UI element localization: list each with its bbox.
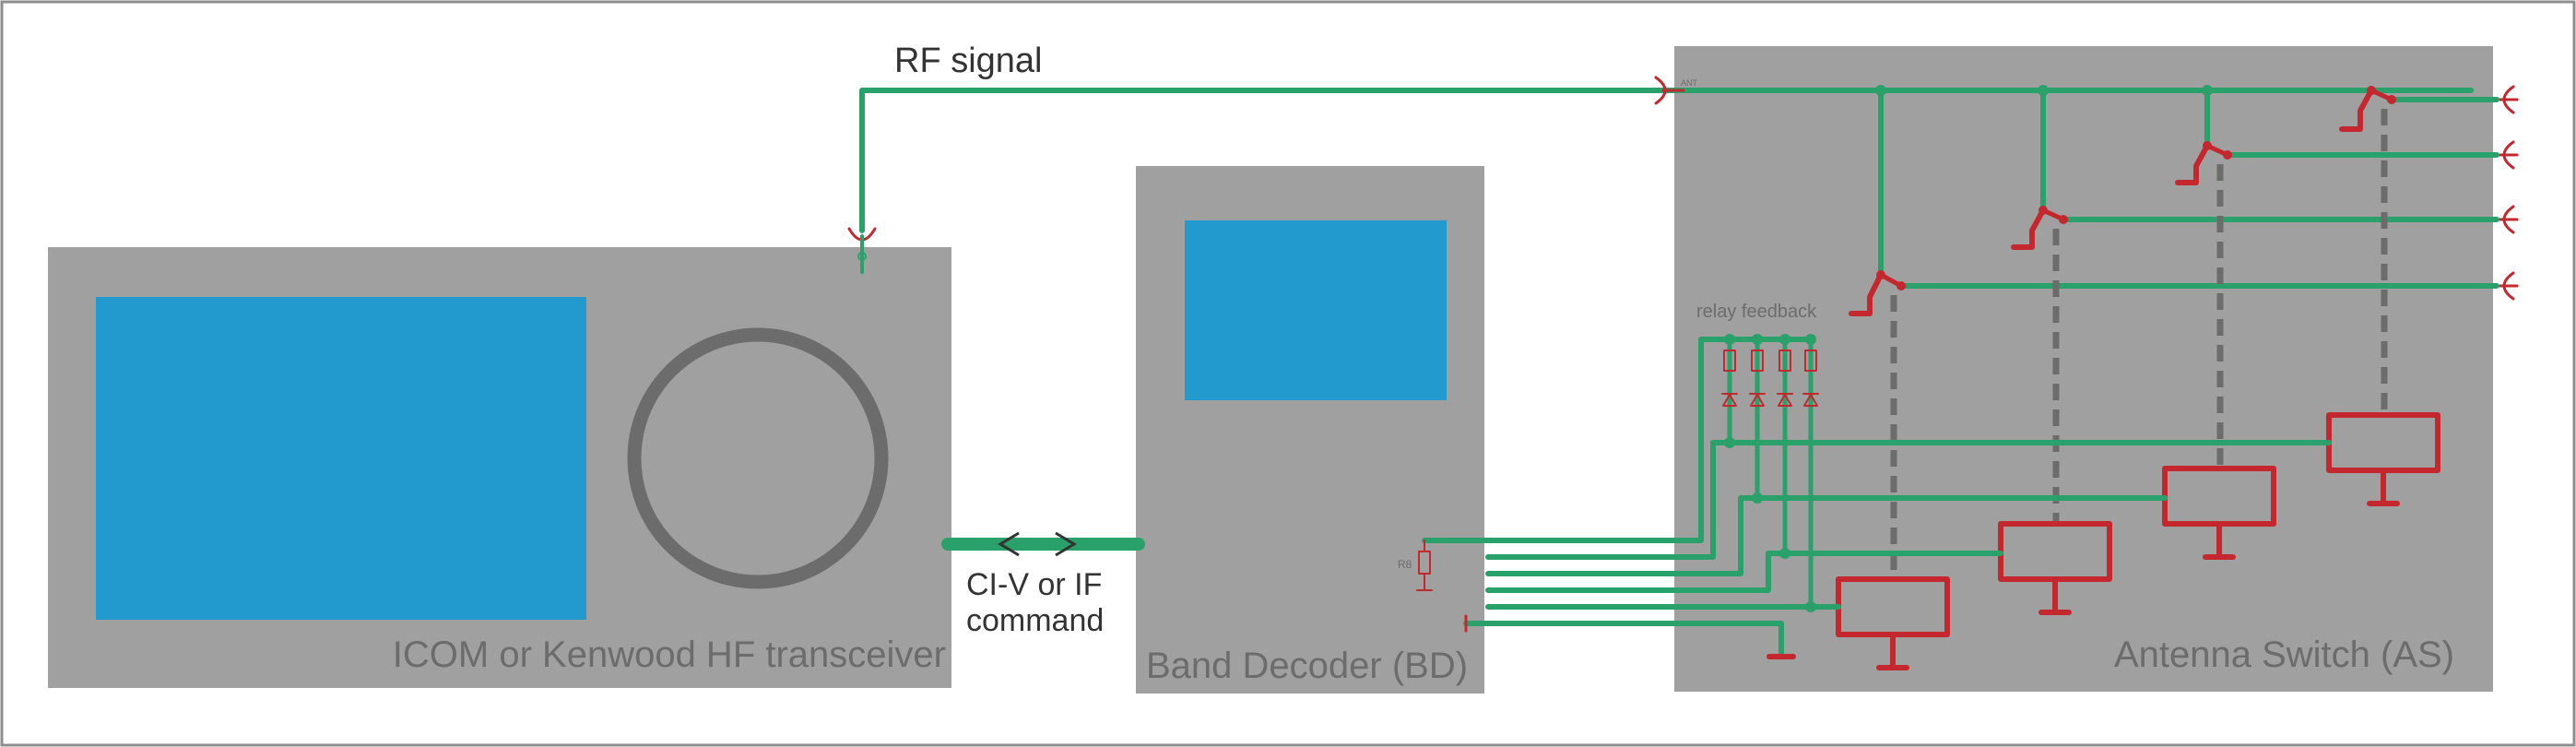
relay-drive-wire-3 xyxy=(1485,551,2003,593)
relay-contacts xyxy=(1849,86,2396,316)
coax-connector-icon xyxy=(2499,140,2519,170)
feedback-components xyxy=(1721,350,1819,407)
rf-coax-wire xyxy=(859,88,1662,233)
band-decoder-unit: Band Decoder (BD) xyxy=(1136,166,1484,694)
antenna-switch-panel xyxy=(1674,46,2493,692)
double-chevron-icon xyxy=(1055,531,1077,557)
civ-label-line2: command xyxy=(966,603,1104,638)
coax-connector-icon xyxy=(2499,205,2519,234)
relay-drive-wire-1 xyxy=(1485,440,2332,560)
antenna-switch-label: Antenna Switch (AS) xyxy=(2114,634,2454,675)
relay-coils xyxy=(1836,412,2440,670)
civ-link: CI-V or IF command xyxy=(941,531,1145,638)
antenna-branches xyxy=(1875,85,2519,301)
transceiver-unit: ICOM or Kenwood HF transceiver xyxy=(48,247,951,688)
relay-mechanical-links xyxy=(1890,109,2388,579)
rf-input-tag: ANT xyxy=(1681,78,1698,88)
civ-label-line1: CI-V or IF xyxy=(966,567,1102,602)
coax-connector-icon xyxy=(1654,76,1685,105)
diode-icon xyxy=(1749,393,1766,407)
band-decoder-label: Band Decoder (BD) xyxy=(1146,646,1468,686)
relay-contact-2 xyxy=(2175,141,2232,185)
double-chevron-icon xyxy=(998,531,1020,557)
ground-wire xyxy=(1463,621,1784,659)
resistor-icon xyxy=(1778,350,1791,372)
coax-connector-icon xyxy=(2499,271,2519,301)
tuning-knob-icon xyxy=(627,327,889,589)
resistor-icon xyxy=(1751,350,1764,372)
coax-connector-icon xyxy=(2499,85,2519,114)
resistor-label: R8 xyxy=(1398,558,1412,571)
resistor-icon xyxy=(1804,350,1817,372)
relay-contact-4 xyxy=(1849,270,1906,316)
transceiver-screen xyxy=(96,297,586,620)
relay-drive-wire-2 xyxy=(1485,495,2168,576)
diode-icon xyxy=(1777,393,1793,407)
antenna-switch-unit: Antenna Switch (AS) xyxy=(1674,46,2493,692)
relay-contact-3 xyxy=(2011,206,2068,250)
coax-connector-icon xyxy=(847,227,877,274)
diode-icon xyxy=(1802,393,1819,407)
rf-signal-label: RF signal xyxy=(894,42,1043,80)
diode-icon xyxy=(1721,393,1738,407)
relay-contact-1 xyxy=(2339,86,2396,132)
control-bus: relay feedback xyxy=(1422,302,2332,659)
band-decoder-screen xyxy=(1185,220,1447,400)
resistor-icon xyxy=(1723,350,1736,372)
transceiver-label: ICOM or Kenwood HF transceiver xyxy=(393,634,946,675)
relay-feedback-label: relay feedback xyxy=(1696,302,1817,322)
rf-signal-line: RF signal ANT xyxy=(847,42,2474,274)
bd-resistor: R8 xyxy=(1398,540,1433,591)
